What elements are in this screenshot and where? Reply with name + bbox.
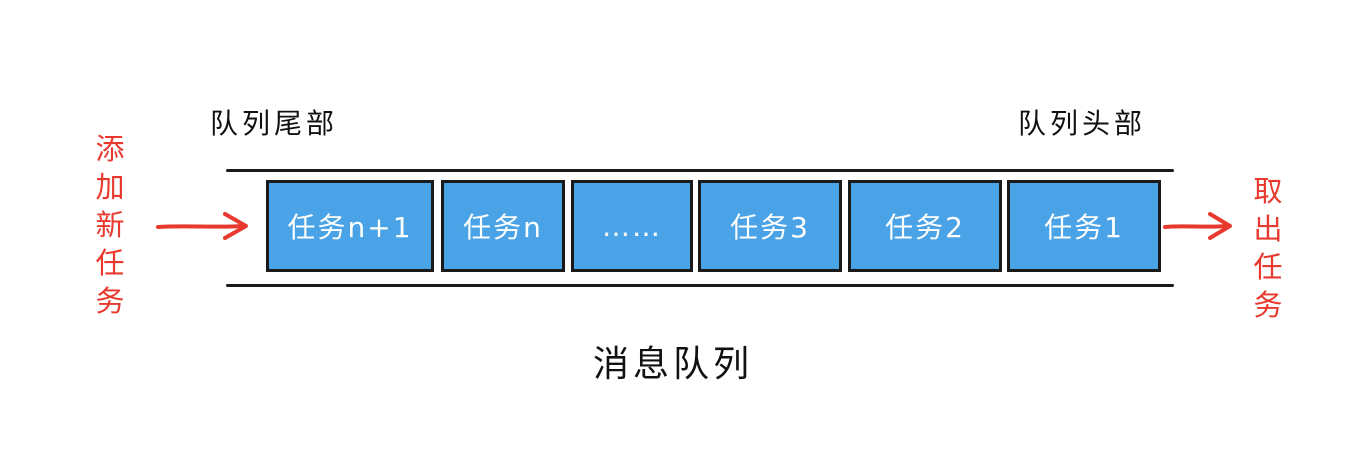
add-new-task-label: 添加新任务 (95, 132, 125, 318)
diagram-title: 消息队列 (592, 344, 753, 385)
queue-top-rail (226, 169, 1174, 172)
arrow-right-icon (156, 212, 248, 240)
queue-head-label: 队列头部 (1018, 107, 1147, 140)
task-block: …… (571, 180, 693, 272)
arrow-right-icon (1163, 212, 1232, 240)
queue-tail-label: 队列尾部 (210, 107, 339, 140)
task-block: 任务1 (1007, 180, 1161, 272)
queue-bottom-rail (226, 284, 1174, 287)
task-block: 任务3 (698, 180, 842, 272)
task-block: 任务n+1 (266, 180, 434, 272)
task-block: 任务2 (848, 180, 1002, 272)
task-block: 任务n (441, 180, 565, 272)
take-task-label: 取出任务 (1253, 174, 1283, 322)
